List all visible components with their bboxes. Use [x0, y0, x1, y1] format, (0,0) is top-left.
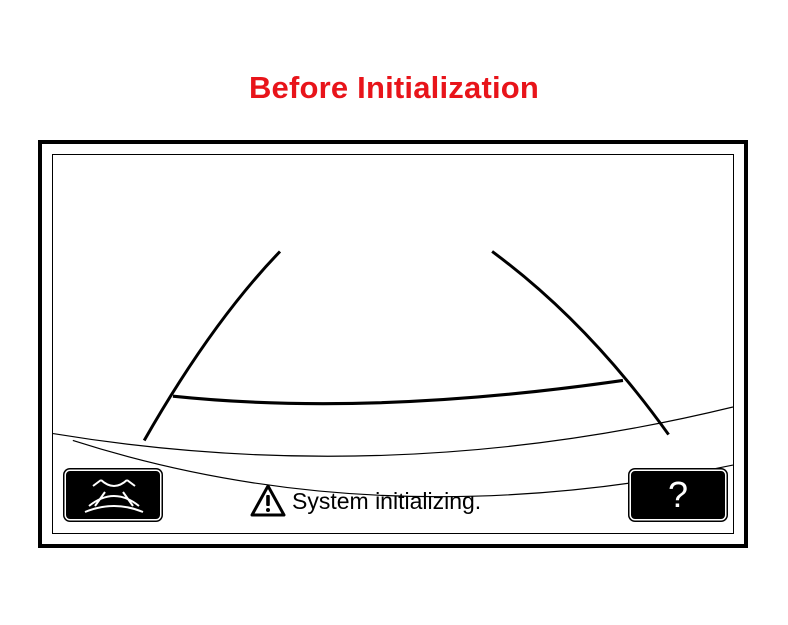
camera-view-button[interactable] [66, 471, 160, 519]
help-button[interactable]: ? [631, 471, 725, 519]
status-message: System initializing. [250, 483, 481, 519]
help-button-label: ? [667, 474, 689, 515]
camera-display-frame: System initializing. ? [38, 140, 748, 548]
camera-view-icon [84, 479, 144, 513]
guide-line-right [491, 250, 670, 436]
distance-guide-line [172, 378, 624, 406]
camera-display-screen: System initializing. ? [52, 154, 734, 534]
status-text: System initializing. [292, 488, 482, 514]
bumper-edge-curve-upper [53, 406, 733, 457]
page-heading: Before Initialization [248, 70, 540, 105]
warning-triangle-icon [250, 484, 286, 518]
parking-guide-overlay [53, 250, 733, 498]
guide-line-left [142, 250, 282, 442]
